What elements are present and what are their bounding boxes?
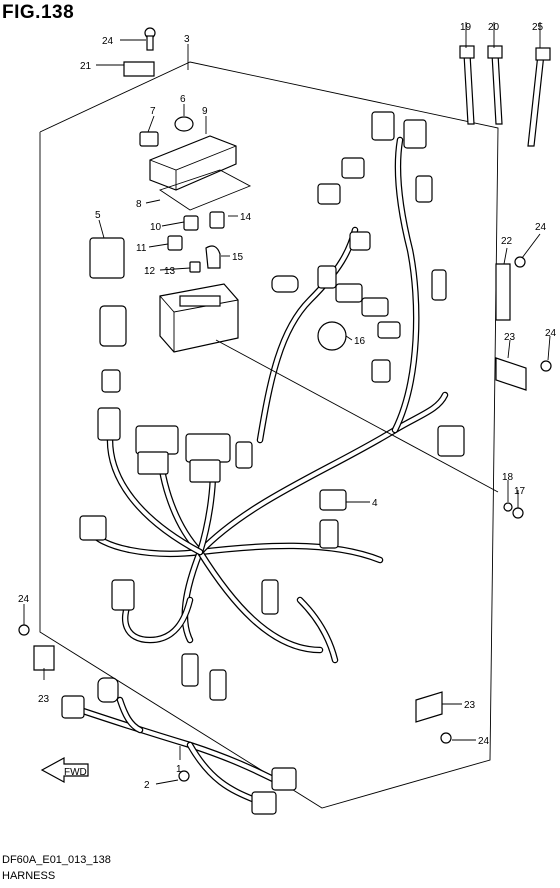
fuse-box <box>159 283 239 353</box>
callout-10: 10 <box>150 222 162 233</box>
callout-2: 2 <box>144 780 150 791</box>
part-16-sensor <box>317 321 347 351</box>
callout-8: 8 <box>136 199 142 210</box>
callout-16: 16 <box>354 336 366 347</box>
sub-harness-part-1 <box>61 677 297 815</box>
svg-text:FWD: FWD <box>64 767 87 778</box>
part-9-relay-box <box>149 135 252 211</box>
callout-24b: 24 <box>535 222 547 233</box>
part-13-fuse <box>189 261 201 273</box>
part-14-relay <box>209 211 225 229</box>
callout-13: 13 <box>164 266 176 277</box>
callout-12: 12 <box>144 266 156 277</box>
callout-25: 25 <box>532 22 544 33</box>
callout-1: 1 <box>176 764 182 775</box>
callout-4: 4 <box>372 498 378 509</box>
callout-9: 9 <box>202 106 208 117</box>
callout-11: 11 <box>136 243 147 254</box>
callout-6: 6 <box>180 94 186 105</box>
part-15-bulb <box>205 245 221 269</box>
part-11-relay <box>167 235 183 251</box>
callout-15: 15 <box>232 252 244 263</box>
harness-connectors <box>79 111 465 701</box>
callout-18: 18 <box>502 472 514 483</box>
figure-code: DF60A_E01_013_138 <box>2 854 111 866</box>
part-5-relay <box>89 237 125 279</box>
fwd-arrow: FWD <box>40 756 89 784</box>
callout-24: 24 <box>102 36 114 47</box>
callout-17: 17 <box>514 486 526 497</box>
callout-23b: 23 <box>38 694 50 705</box>
callout-numbers: 1 2 3 4 5 6 7 8 9 10 11 12 13 14 15 16 1… <box>18 22 557 791</box>
callout-24c: 24 <box>545 328 557 339</box>
callout-24d: 24 <box>18 594 30 605</box>
callout-23: 23 <box>504 332 516 343</box>
part-6-grommet <box>174 116 194 132</box>
part-7-clip <box>139 131 159 147</box>
callout-23c: 23 <box>464 700 476 711</box>
callout-3: 3 <box>184 34 190 45</box>
callout-5: 5 <box>95 210 101 221</box>
callout-19: 19 <box>460 22 472 33</box>
callout-24e: 24 <box>478 736 490 747</box>
callout-21: 21 <box>80 61 92 72</box>
cable-ties <box>459 45 551 147</box>
callout-22: 22 <box>501 236 513 247</box>
assembly-boundary <box>39 61 499 809</box>
leader-lines <box>23 22 551 785</box>
callout-14: 14 <box>240 212 252 223</box>
main-harness-wires <box>86 136 449 664</box>
part-10-relay <box>183 215 199 231</box>
part-4-connector <box>319 489 347 511</box>
callout-20: 20 <box>488 22 500 33</box>
figure-name: HARNESS <box>2 870 56 882</box>
brackets-and-bolts <box>18 27 552 782</box>
callout-7: 7 <box>150 106 156 117</box>
figure-title: FIG.138 <box>2 2 75 23</box>
